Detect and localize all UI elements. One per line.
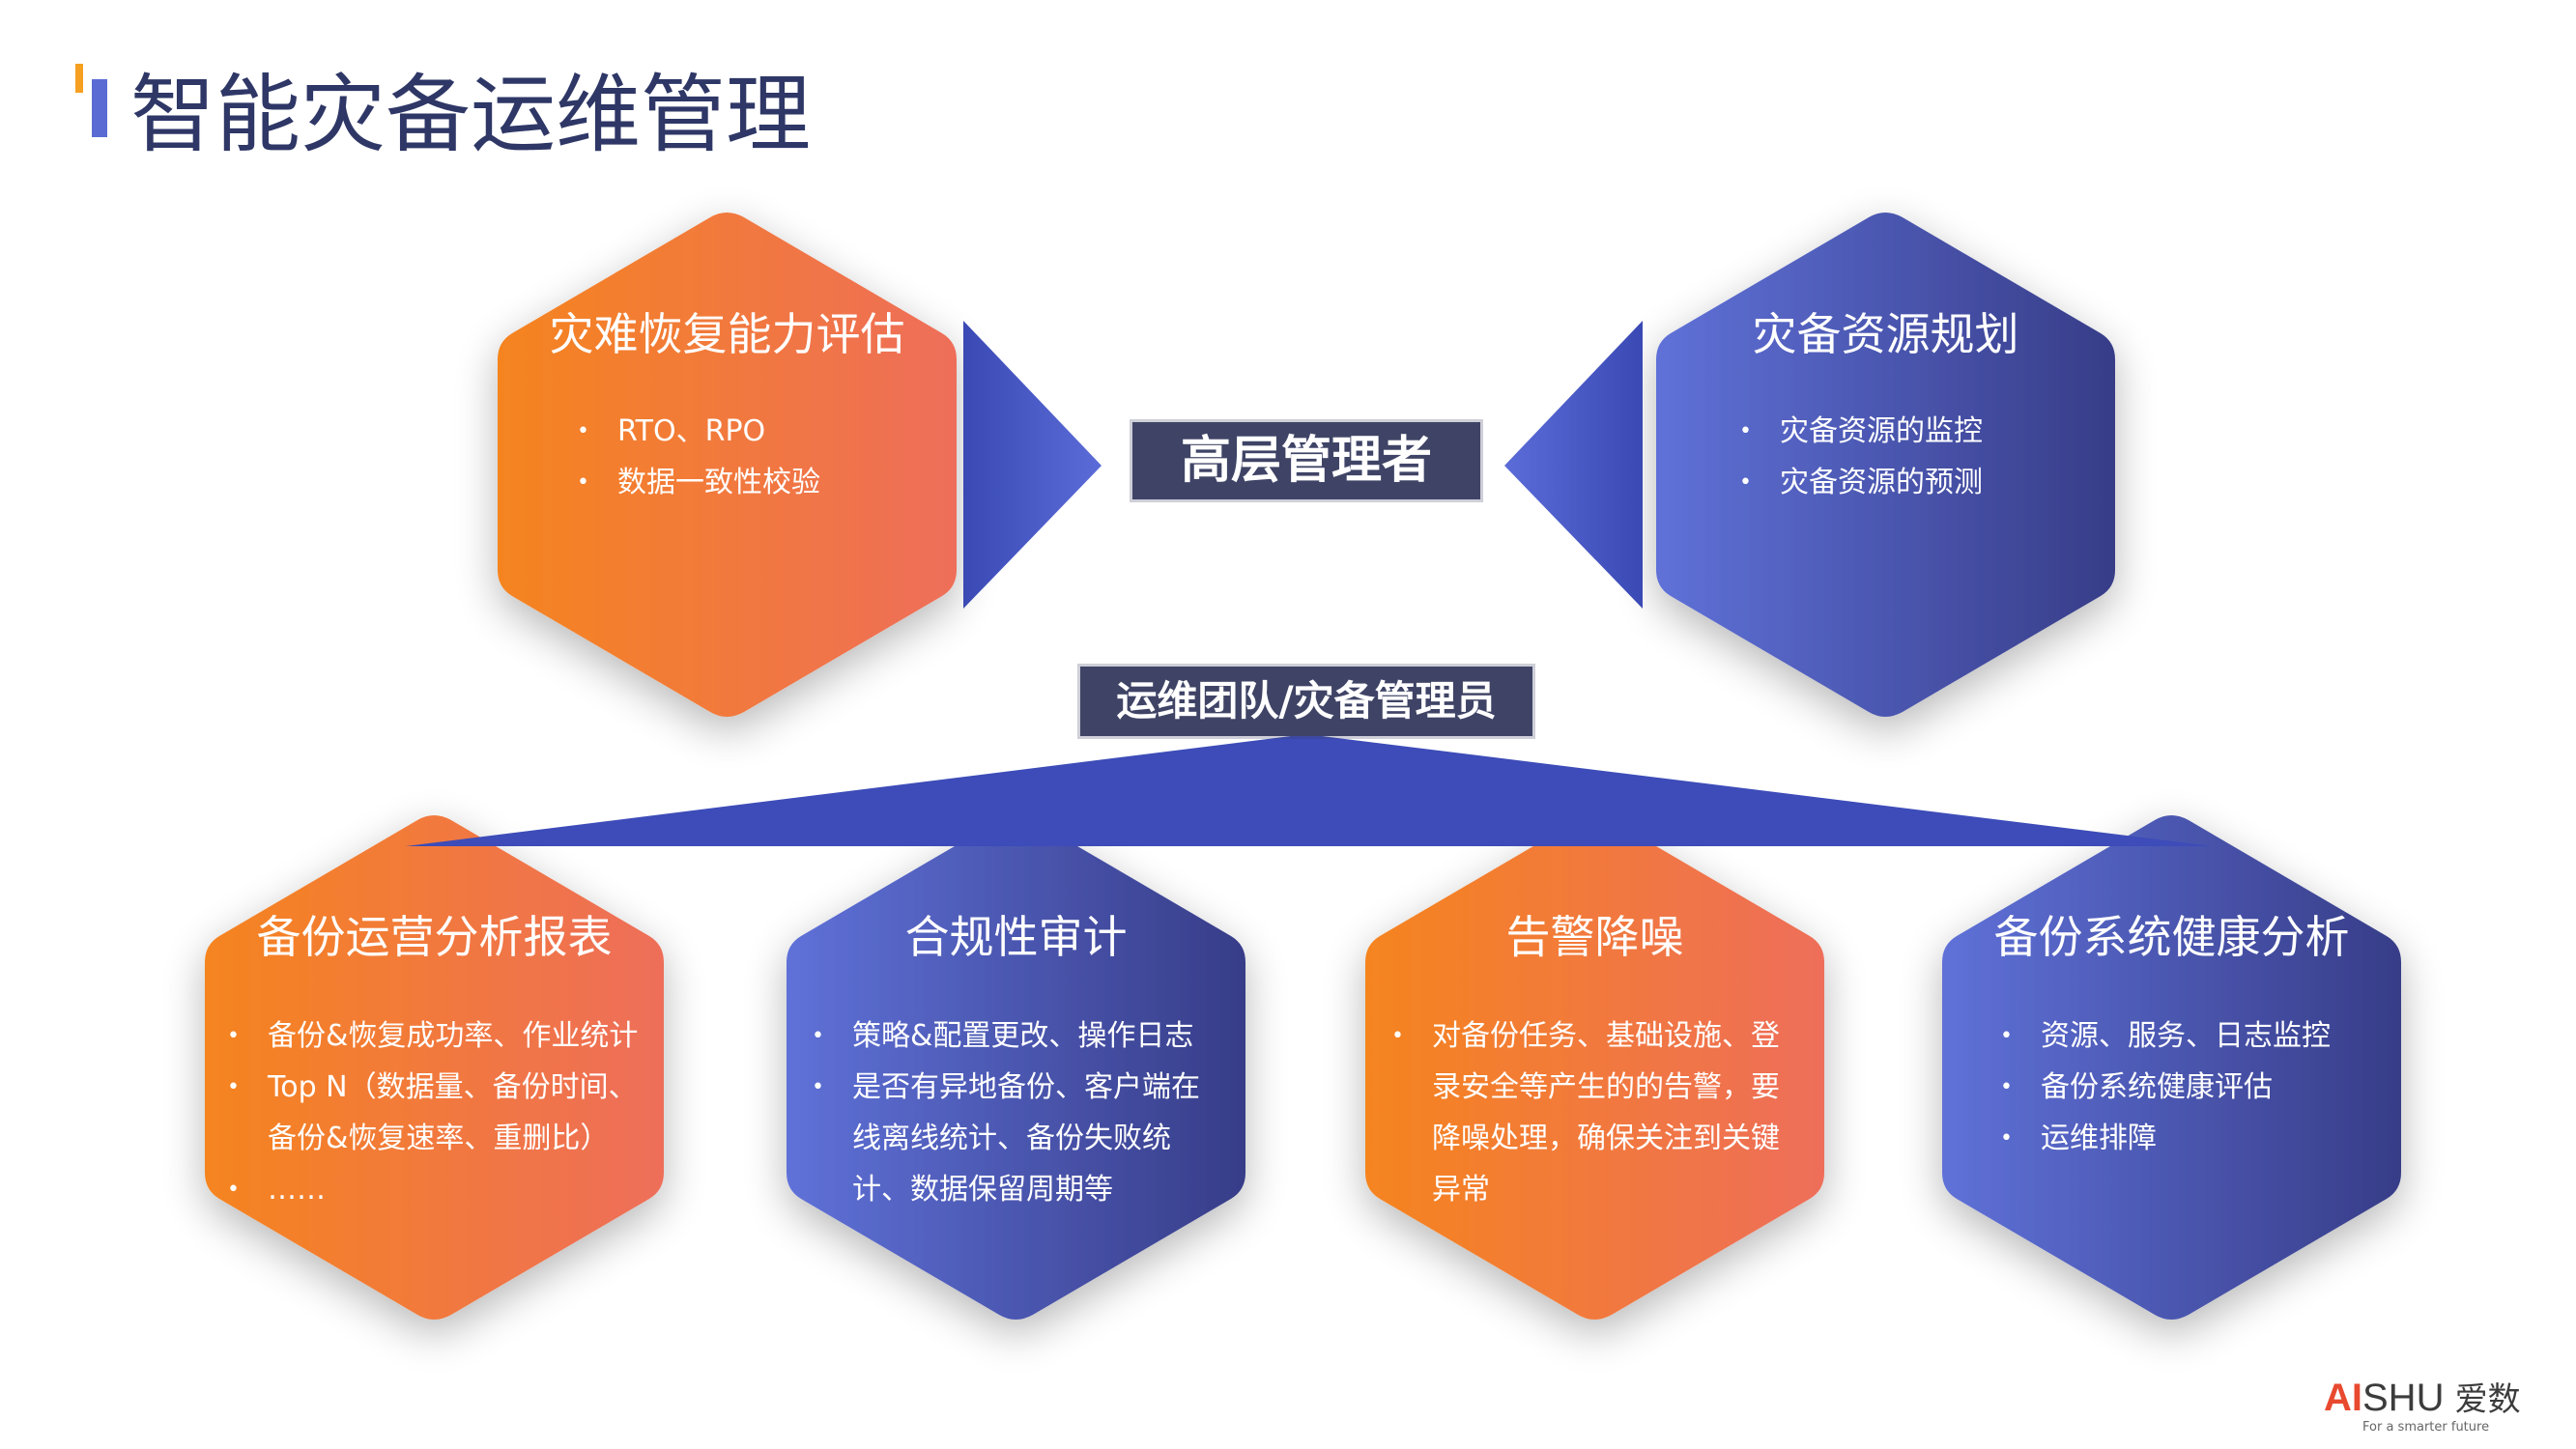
list-item: Top N（数据量、备份时间、备份&恢复速率、重删比） <box>227 1062 652 1164</box>
hexagon-title: 告警降噪 <box>1505 911 1684 963</box>
title-accent-icon <box>75 64 107 137</box>
hexagon-item-list: 对备份任务、基础设施、登录安全等产生的的告警，要降噪处理，确保关注到关键异常 <box>1391 1010 1797 1215</box>
hexagon-title: 备份运营分析报表 <box>256 911 613 963</box>
list-item: 策略&配置更改、操作日志 <box>812 1010 1217 1062</box>
list-item: 备份系统健康评估 <box>2000 1062 2367 1113</box>
senior-management-label: 高层管理者 <box>1132 422 1480 499</box>
list-item: …… <box>227 1164 652 1215</box>
hexagon-item-list: RTO、RPO 数据一致性校验 <box>577 406 905 508</box>
page-title: 智能灾备运维管理 <box>130 65 812 164</box>
logo-cn-text: 爱数 <box>2454 1381 2521 1418</box>
left-arrow-triangle <box>963 321 1102 609</box>
right-arrow-triangle <box>1504 321 1643 609</box>
list-item: 对备份任务、基础设施、登录安全等产生的的告警，要降噪处理，确保关注到关键异常 <box>1391 1010 1797 1215</box>
hexagon-title: 备份系统健康分析 <box>1993 911 2350 963</box>
list-item: 数据一致性校验 <box>577 457 905 508</box>
hexagon-item-list: 资源、服务、日志监控 备份系统健康评估 运维排障 <box>2000 1010 2367 1164</box>
list-item: 运维排障 <box>2000 1113 2367 1164</box>
list-item: RTO、RPO <box>577 406 905 457</box>
fan-connector <box>406 734 2213 846</box>
logo-ai-text: AI <box>2324 1377 2362 1419</box>
list-item: 资源、服务、日志监控 <box>2000 1010 2367 1062</box>
hexagon-title: 灾难恢复能力评估 <box>549 308 905 360</box>
hexagon-item-list: 备份&恢复成功率、作业统计 Top N（数据量、备份时间、备份&恢复速率、重删比… <box>227 1010 652 1215</box>
list-item: 灾备资源的预测 <box>1739 457 2068 508</box>
list-item: 备份&恢复成功率、作业统计 <box>227 1010 652 1062</box>
list-item: 是否有异地备份、客户端在线离线统计、备份失败统计、数据保留周期等 <box>812 1062 1217 1215</box>
hexagon-item-list: 灾备资源的监控 灾备资源的预测 <box>1739 406 2068 508</box>
list-item: 灾备资源的监控 <box>1739 406 2068 457</box>
logo-tagline: For a smarter future <box>2362 1420 2490 1435</box>
logo-shu-text: SHU <box>2362 1377 2445 1419</box>
brand-logo: AISHU 爱数 For a smarter future <box>2324 1373 2521 1435</box>
hexagon-title: 灾备资源规划 <box>1752 308 2019 360</box>
hexagon-title: 合规性审计 <box>904 911 1128 963</box>
ops-team-label: 运维团队/灾备管理员 <box>1080 667 1532 736</box>
hexagon-item-list: 策略&配置更改、操作日志 是否有异地备份、客户端在线离线统计、备份失败统计、数据… <box>812 1010 1217 1215</box>
